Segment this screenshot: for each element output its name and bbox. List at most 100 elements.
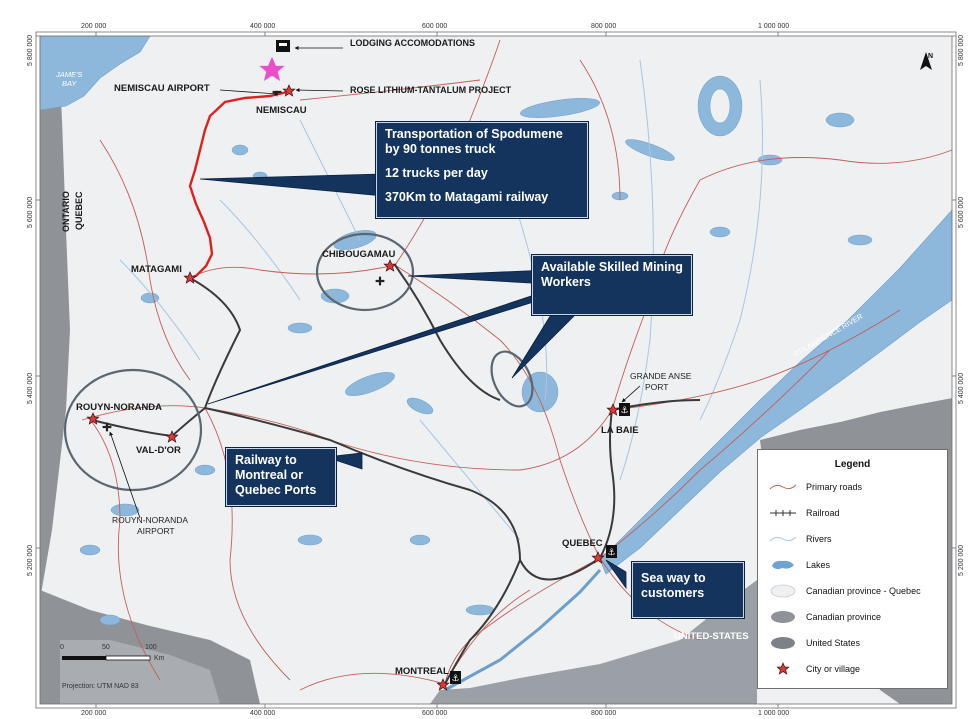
- coord-x-bottom: 800 000: [591, 710, 617, 717]
- lake-shape: [772, 560, 794, 570]
- callout-workers: Available Skilled Mining Workers: [532, 255, 692, 315]
- river-line: [769, 536, 797, 542]
- label-chibougamau: CHIBOUGAMAU: [322, 249, 396, 260]
- label-rouyn-noranda: ROUYN-NORANDA: [76, 402, 163, 413]
- legend-item-city: City or village: [768, 660, 946, 678]
- label-nemiscau: NEMISCAU: [256, 105, 307, 116]
- haul-road: [188, 90, 288, 280]
- leader-arrows: [109, 46, 641, 519]
- label-lodging: LODGING ACCOMODATIONS: [350, 38, 475, 48]
- svg-text:⚓: ⚓: [607, 548, 615, 558]
- us-ellipse: [771, 637, 795, 649]
- legend-item-label: Lakes: [806, 560, 831, 570]
- coord-y-right: 5 600 000: [958, 196, 965, 228]
- label-ontario: ONTARIO: [61, 191, 71, 232]
- scale-tick: 50: [102, 644, 110, 651]
- city-star-icon: [165, 430, 179, 443]
- coord-y-right: 5 400 000: [958, 372, 965, 404]
- svg-text:⚓: ⚓: [620, 406, 628, 416]
- coord-x-bottom: 600 000: [422, 710, 448, 717]
- legend-item-label: Railroad: [806, 508, 840, 518]
- coord-x-top: 1 000 000: [758, 23, 790, 30]
- city-stars: [86, 84, 620, 691]
- label-matagami: MATAGAMI: [131, 264, 182, 275]
- city-star-icon: [383, 259, 397, 272]
- coord-y-left: 5 800 000: [27, 34, 34, 66]
- coord-x-bottom: 1 000 000: [758, 710, 790, 717]
- airport-icons: [102, 90, 385, 432]
- label-val-dor: VAL-D'OR: [136, 445, 181, 456]
- plane-icon: [375, 276, 385, 286]
- coord-x-top: 200 000: [81, 23, 107, 30]
- legend-item-label: City or village: [806, 664, 861, 674]
- coord-x-bottom: 400 000: [250, 710, 276, 717]
- label-montreal: MONTREAL: [395, 666, 449, 677]
- legend-item-primary-roads: Primary roads: [768, 478, 946, 496]
- coord-y-right: 5 800 000: [958, 34, 965, 66]
- coord-x-bottom: 200 000: [81, 710, 107, 717]
- label-rouyn-airport: AIRPORT: [137, 526, 175, 536]
- graticule-ticks: [36, 32, 956, 708]
- coord-y-right: 5 200 000: [958, 544, 965, 576]
- anchor-icon: [450, 671, 461, 684]
- legend-item-railroad: Railroad: [768, 504, 946, 522]
- coord-x-top: 800 000: [591, 23, 617, 30]
- plane-icon: [102, 422, 112, 432]
- facility-icons: ⚓ ⚓ ⚓: [276, 40, 630, 684]
- projection-note: Projection: UTM NAD 83: [62, 683, 139, 690]
- label-quebec-province: QUEBEC: [74, 191, 84, 230]
- callout-seaway: Sea way to customers: [632, 562, 744, 618]
- label-united-states: UNITED-STATES: [674, 631, 749, 642]
- label-quebec-city: QUEBEC: [562, 538, 603, 549]
- coord-x-top: 600 000: [422, 23, 448, 30]
- city-star-icon: [436, 678, 450, 691]
- legend-item-label: Canadian province - Quebec: [806, 586, 921, 596]
- label-grande-anse: PORT: [645, 382, 669, 392]
- scale-bar-graphic: [62, 655, 151, 661]
- callout-transport: Transportation of Spodumene by 90 tonnes…: [376, 122, 588, 218]
- city-star-icon: [776, 662, 790, 675]
- map-frame-lines: [35, 31, 957, 709]
- anchor-icon: [619, 403, 630, 416]
- callout-transport-line: 12 trucks per day: [385, 166, 488, 180]
- city-star-icon: [606, 403, 620, 416]
- primary-road-line: [769, 484, 797, 490]
- st-lawrence-river: [599, 209, 953, 575]
- legend-item-united-states: United States: [768, 634, 946, 652]
- label-james-bay: BAY: [62, 79, 77, 88]
- legend-item-label: Rivers: [806, 534, 832, 544]
- coord-y-left: 5 600 000: [27, 196, 34, 228]
- callout-pointers: [199, 173, 627, 590]
- ontario-territory: [40, 36, 70, 600]
- plane-icon: [271, 90, 283, 98]
- coord-x-top: 400 000: [250, 23, 276, 30]
- legend-item-rivers: Rivers: [768, 530, 946, 548]
- label-la-baie: LA BAIE: [601, 425, 639, 436]
- legend-item-label: United States: [806, 638, 861, 648]
- scale-tick: 100: [145, 644, 157, 651]
- city-star-icon: [183, 271, 197, 284]
- james-bay: [39, 35, 151, 111]
- callout-seaway-text: Sea way to customers: [641, 571, 706, 600]
- gaspe-land: [800, 328, 952, 422]
- label-rouyn-airport: ROUYN-NORANDA: [112, 515, 189, 525]
- legend-item-label: Canadian province: [806, 612, 882, 622]
- highlight-ellipses: [63, 232, 534, 492]
- city-star-icon: [282, 84, 296, 97]
- us-territory: [430, 580, 757, 704]
- st-lawrence-channel: [444, 568, 602, 692]
- province-ellipse: [771, 611, 795, 623]
- label-nemiscau-airport: NEMISCAU AIRPORT: [114, 83, 210, 94]
- svg-text:N: N: [928, 53, 933, 60]
- legend-item-quebec: Canadian province - Quebec: [768, 582, 946, 600]
- legend: Legend Primary roads Railroad Rivers Lak…: [757, 449, 948, 689]
- svg-text:⚓: ⚓: [451, 674, 459, 684]
- coord-y-left: 5 400 000: [27, 372, 34, 404]
- callout-transport-line: 370Km to Matagami railway: [385, 190, 549, 204]
- legend-item-lakes: Lakes: [768, 556, 946, 574]
- coord-y-left: 5 200 000: [27, 544, 34, 576]
- label-james-bay: JAME'S: [56, 70, 83, 79]
- legend-item-province: Canadian province: [768, 608, 946, 626]
- quebec-ellipse: [770, 584, 796, 598]
